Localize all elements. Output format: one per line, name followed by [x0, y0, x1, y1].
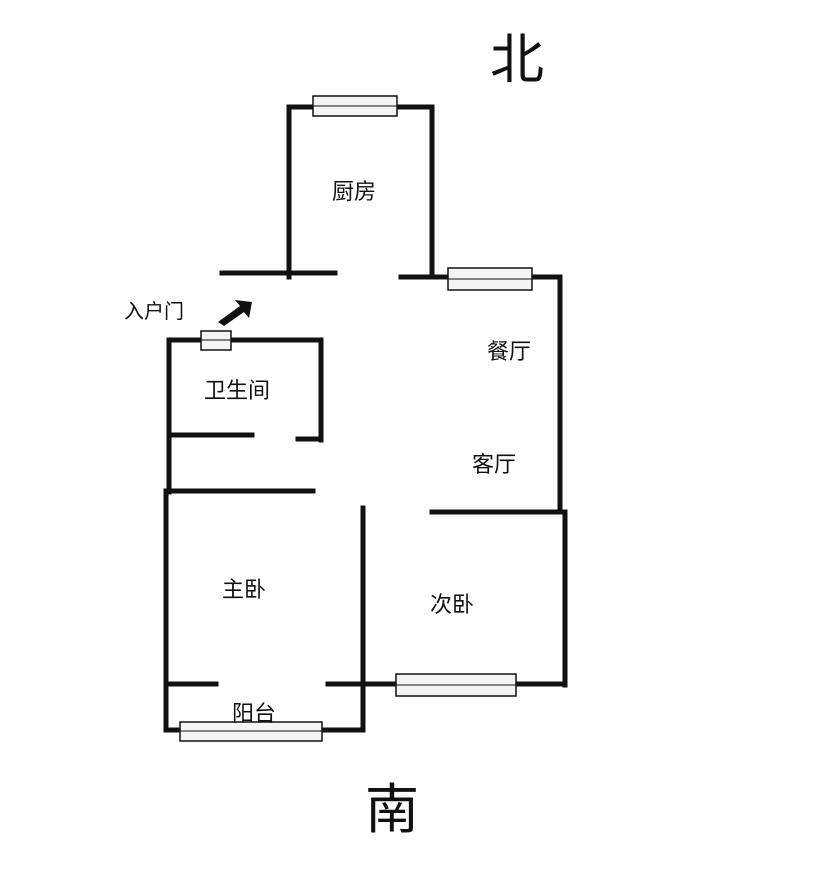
- bathroom-label: 卫生间: [204, 379, 270, 404]
- south-label: 南: [365, 778, 419, 841]
- kitchen-label: 厨房: [332, 180, 376, 205]
- balcony-window: [179, 721, 323, 742]
- windows: [179, 95, 533, 742]
- living-label: 客厅: [472, 453, 516, 478]
- dining-window: [447, 267, 533, 291]
- entrance-label: 入户门: [124, 299, 184, 323]
- second-bedroom-label: 次卧: [430, 593, 474, 618]
- bathroom-window: [200, 330, 232, 351]
- dining-label: 餐厅: [487, 340, 531, 365]
- kitchen-window: [312, 95, 398, 117]
- second-bedroom-window: [395, 673, 517, 697]
- balcony-label: 阳台: [232, 702, 276, 727]
- north-label: 北: [490, 28, 544, 91]
- master-bedroom-label: 主卧: [222, 578, 266, 603]
- entrance-arrow-icon: [218, 300, 252, 326]
